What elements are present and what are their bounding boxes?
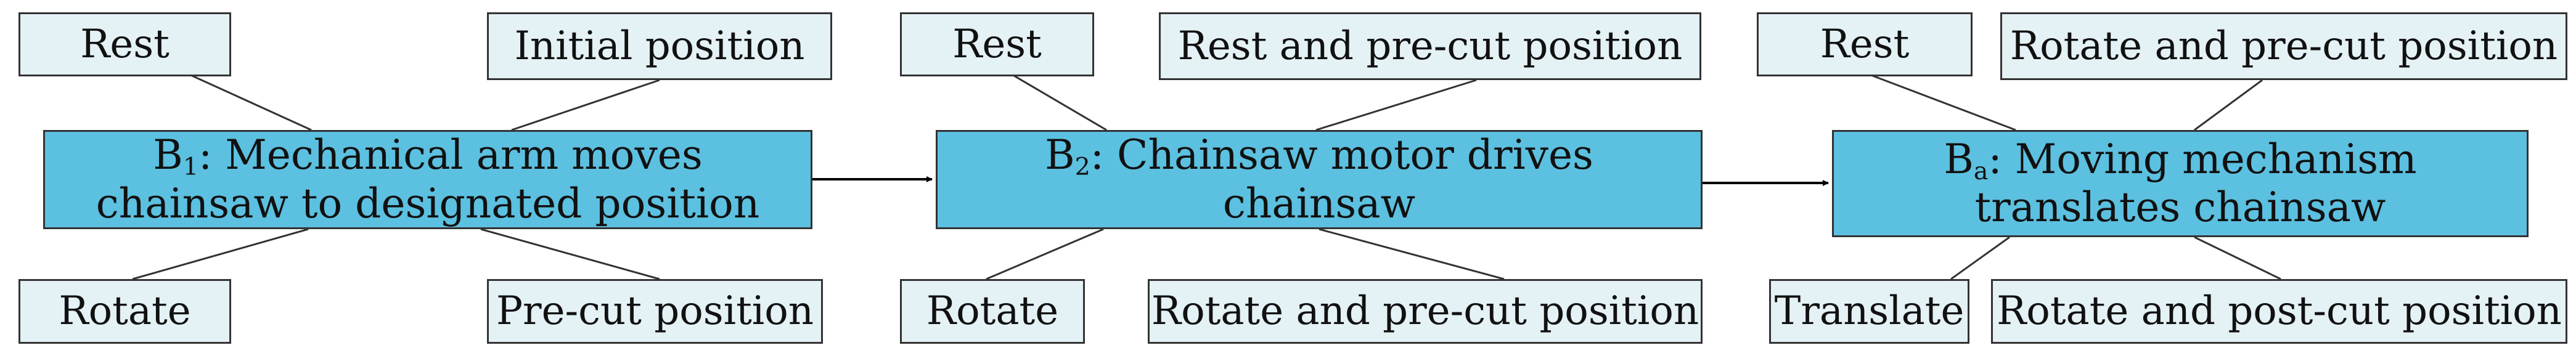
connector-line [1867, 73, 2016, 131]
connector-line [2194, 236, 2281, 280]
label-rest-1: Rest [18, 12, 231, 76]
connector-line [187, 73, 312, 131]
connector-line [511, 79, 660, 131]
label-rotate-and-post-cut-position: Rotate and post-cut position [1991, 279, 2567, 344]
label-rest-3: Rest [1757, 12, 1973, 76]
connector-line [1010, 73, 1107, 131]
step-ba-title: Ba: Moving mechanism translates chainsaw [1944, 135, 2417, 232]
step-b1-box: B1: Mechanical arm moves chainsaw to des… [43, 130, 812, 229]
label-translate: Translate [1769, 279, 1969, 344]
step-b1-title: B1: Mechanical arm moves chainsaw to des… [96, 131, 760, 227]
label-rotate-and-pre-cut-position-1: Rotate and pre-cut position [1148, 279, 1703, 344]
label-rest-and-pre-cut-position: Rest and pre-cut position [1159, 12, 1701, 80]
step-b2-box: B2: Chainsaw motor drives chainsaw [936, 130, 1703, 229]
connector-line [986, 228, 1104, 280]
connector-line [2194, 79, 2263, 131]
connector-line [132, 228, 309, 280]
connector-line [480, 228, 660, 280]
connector-line [1319, 228, 1505, 280]
connector-line [1315, 79, 1477, 131]
label-rest-2: Rest [900, 12, 1094, 76]
label-rotate-2: Rotate [900, 279, 1085, 344]
label-rotate-and-pre-cut-position-2: Rotate and pre-cut position [2000, 12, 2567, 80]
step-b2-title: B2: Chainsaw motor drives chainsaw [1045, 131, 1593, 227]
connector-line [1950, 236, 2010, 280]
label-rotate-1: Rotate [18, 279, 231, 344]
label-pre-cut-position: Pre-cut position [487, 279, 823, 344]
label-initial-position: Initial position [487, 12, 832, 80]
step-ba-box: Ba: Moving mechanism translates chainsaw [1832, 130, 2529, 237]
